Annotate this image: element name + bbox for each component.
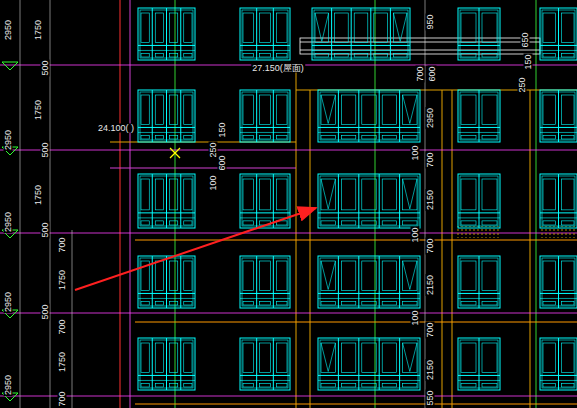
window bbox=[318, 338, 420, 390]
dimension-label: 150 bbox=[218, 121, 227, 138]
dimension-label: 700 bbox=[416, 65, 425, 82]
dimension-label: 100 bbox=[411, 226, 420, 243]
window bbox=[458, 8, 500, 60]
dimension-label: 100 bbox=[411, 309, 420, 326]
dimension-label: 700 bbox=[426, 321, 435, 338]
window bbox=[240, 8, 290, 60]
dimension-label: 700 bbox=[58, 318, 67, 335]
dimension-label: 2950 bbox=[4, 19, 13, 41]
window bbox=[318, 256, 420, 308]
window bbox=[458, 338, 500, 390]
dimension-label: 2150 bbox=[426, 359, 435, 381]
dimension-label: 700 bbox=[58, 236, 67, 253]
dimension-label: 500 bbox=[41, 59, 50, 76]
window bbox=[240, 338, 290, 390]
dimension-label: 1750 bbox=[34, 184, 43, 206]
dimension-label: 2950 bbox=[4, 291, 13, 313]
window bbox=[540, 174, 577, 228]
dimension-label: 2950 bbox=[426, 107, 435, 129]
dimension-label: 1750 bbox=[34, 19, 43, 41]
dimension-label: 700 bbox=[426, 151, 435, 168]
dimension-label: 27.150(屋面) bbox=[251, 64, 305, 73]
dimension-label: 250 bbox=[209, 141, 218, 158]
window bbox=[540, 8, 577, 60]
dimension-label: 100 bbox=[209, 174, 218, 191]
dimension-label: 1750 bbox=[34, 99, 43, 121]
dimension-label: 650 bbox=[521, 31, 530, 48]
dimension-label: 150 bbox=[524, 53, 533, 70]
dimension-label: 100 bbox=[411, 144, 420, 161]
dimension-label: 250 bbox=[518, 76, 527, 93]
dimension-label: 1750 bbox=[58, 269, 67, 291]
dimension-label: 500 bbox=[41, 303, 50, 320]
window bbox=[138, 8, 195, 60]
dimension-label: 2150 bbox=[426, 274, 435, 296]
window bbox=[540, 256, 577, 308]
window bbox=[458, 174, 500, 228]
dimension-label: 500 bbox=[41, 141, 50, 158]
window bbox=[540, 90, 577, 142]
dimension-label: 500 bbox=[41, 221, 50, 238]
dimension-label: 700 bbox=[58, 390, 67, 407]
dimension-label: 600 bbox=[218, 154, 227, 171]
window bbox=[138, 338, 195, 390]
dimension-label: 600 bbox=[428, 65, 437, 82]
window bbox=[318, 174, 420, 228]
window bbox=[458, 256, 500, 308]
window bbox=[540, 338, 577, 390]
dimension-label: 2950 bbox=[4, 211, 13, 233]
dimension-label: 2950 bbox=[4, 374, 13, 396]
window bbox=[138, 174, 195, 228]
dimension-label: 1750 bbox=[58, 351, 67, 373]
window bbox=[240, 256, 290, 308]
dimension-label: 550 bbox=[426, 389, 435, 406]
dimension-label: 700 bbox=[426, 237, 435, 254]
window bbox=[138, 256, 195, 308]
dimension-label: 24.100( ) bbox=[97, 124, 135, 133]
window bbox=[312, 8, 410, 60]
window bbox=[138, 90, 195, 142]
window bbox=[458, 90, 500, 142]
window bbox=[240, 90, 290, 142]
window bbox=[318, 90, 420, 142]
dimension-label: 2150 bbox=[426, 189, 435, 211]
dimension-label: 2950 bbox=[4, 129, 13, 151]
dimension-label: 950 bbox=[426, 13, 435, 30]
